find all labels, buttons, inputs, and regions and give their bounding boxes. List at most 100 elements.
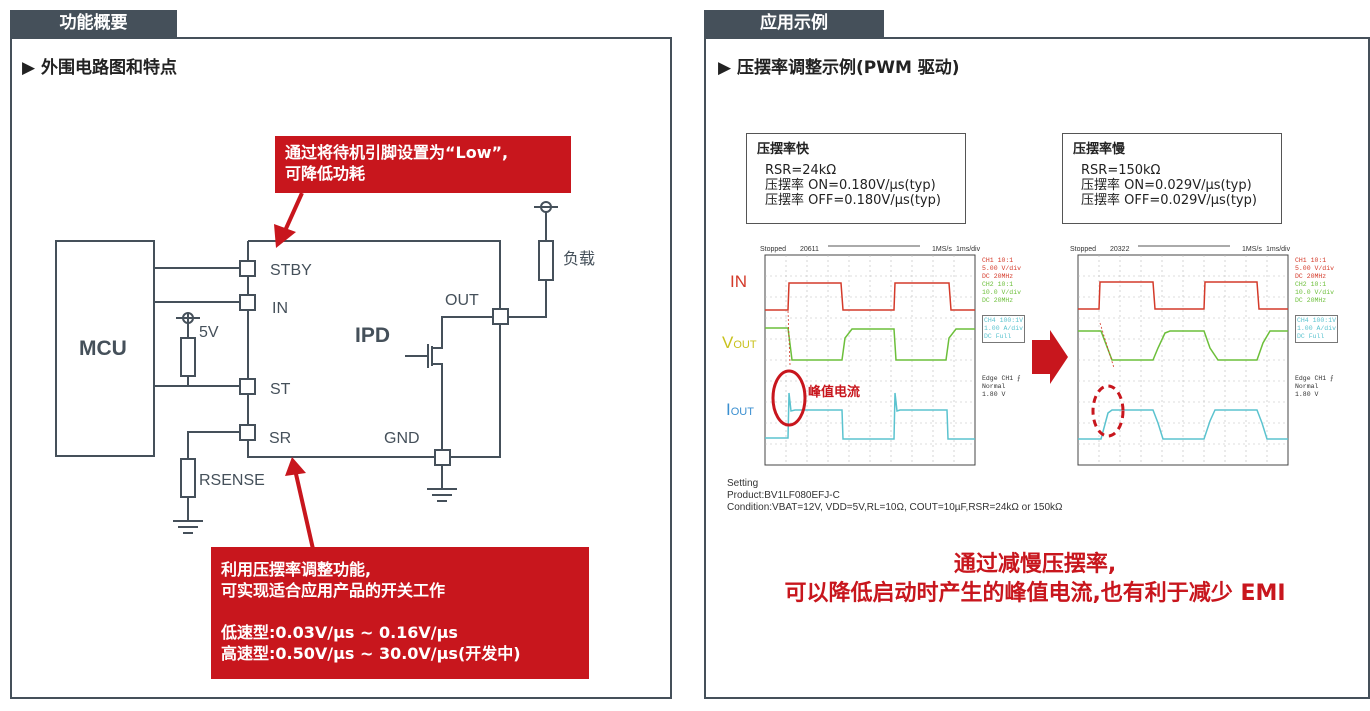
trig-line1: Edge CH1 ⨍: [982, 375, 1021, 382]
callout-slew-low-speed: 低速型:0.03V/µs ~ 0.16V/µs: [221, 623, 458, 642]
pin-label-st: ST: [270, 381, 291, 398]
ch1-line2: 5.00 V/div: [1295, 265, 1335, 272]
ch4-line3: DC Full: [984, 333, 1012, 340]
arrow-head-sr: [285, 457, 306, 476]
peak-current-marker: [771, 369, 807, 427]
setting-condition: Condition:VBAT=12V, VDD=5V,RL=10Ω, COUT=…: [727, 502, 1063, 513]
ch1-line2: 5.00 V/div: [982, 265, 1022, 272]
reduced-peak-marker: [1091, 384, 1125, 438]
callout-slew-rate: 利用压摆率调整功能, 可实现适合应用产品的开关工作 低速型:0.03V/µs ~…: [211, 547, 589, 679]
scope-slow-status: Stopped: [1070, 246, 1096, 253]
ch4-line2: 1.00 A/div: [1297, 325, 1337, 332]
slow-rsr: RSR=150kΩ: [1081, 163, 1161, 178]
test-settings: Setting Product:BV1LF080EFJ-C Condition:…: [727, 478, 1063, 514]
ch4-line3: DC Full: [1297, 333, 1325, 340]
trig-line2: Normal: [982, 383, 1006, 390]
ch1-line1: CH1 10:1: [1295, 257, 1327, 264]
ch1-line3: DC 20MHz: [982, 273, 1014, 280]
scope-fast-count: 20611: [800, 246, 819, 253]
load-resistor: [538, 240, 554, 281]
signal-label-iout: IOUT: [726, 400, 754, 420]
trig-line3: 1.80 V: [1295, 391, 1319, 398]
trace-in-fast: [765, 282, 975, 311]
fast-off: 压摆率 OFF=0.180V/µs(typ): [765, 193, 941, 208]
supply-label: 5V: [199, 324, 219, 341]
trace-in-slow: [1078, 281, 1288, 310]
ch2-line3: DC 20MHz: [982, 297, 1014, 304]
application-subtitle: ▶ 压摆率调整示例(PWM 驱动): [718, 58, 960, 78]
pin-label-gnd: GND: [384, 430, 420, 447]
ch4-line2: 1.00 A/div: [984, 325, 1024, 332]
ch4-line1: CH4 100:1V: [984, 317, 1024, 324]
signal-label-in: IN: [730, 272, 747, 291]
slow-off: 压摆率 OFF=0.029V/µs(typ): [1081, 193, 1257, 208]
ch2-line1: CH2 10:1: [982, 281, 1014, 288]
callout-slew-high-speed: 高速型:0.50V/µs ~ 30.0V/µs(开发中): [221, 644, 521, 663]
trace-vout-slow: [1078, 330, 1288, 361]
scope-fast-status: Stopped: [760, 246, 786, 253]
ch2-line3: DC 20MHz: [1295, 297, 1327, 304]
ch2-line2: 10.0 V/div: [982, 289, 1022, 296]
rsense-resistor: [180, 458, 196, 498]
scope-fast-rate: 1MS/s: [932, 246, 952, 253]
vout-main: V: [722, 333, 734, 352]
rsense-label: RSENSE: [199, 472, 265, 489]
scope-slow: Stopped 20322 1MS/s 1ms/div: [1070, 245, 1291, 466]
conclusion-line1: 通过减慢压摆率,: [953, 552, 1117, 577]
iout-sub: OUT: [730, 406, 754, 418]
callout-standby: 通过将待机引脚设置为“Low”, 可降低功耗: [275, 136, 571, 193]
trace-iout-fast: [765, 392, 975, 440]
ch2-line2: 10.0 V/div: [1295, 289, 1335, 296]
trace-iout-slow: [1078, 409, 1288, 440]
fast-on: 压摆率 ON=0.180V/µs(typ): [765, 178, 936, 193]
iout-main: I: [726, 400, 731, 419]
ch4-line1: CH4 100:1V: [1297, 317, 1337, 324]
pin-st: [239, 378, 256, 395]
mcu-block: [55, 240, 155, 457]
fast-rsr: RSR=24kΩ: [765, 163, 837, 178]
scope-slow-time: 1ms/div: [1266, 246, 1291, 253]
pin-label-stby: STBY: [270, 262, 312, 279]
pin-gnd: [434, 449, 451, 466]
setting-product: Product:BV1LF080EFJ-C: [727, 490, 840, 501]
ch4-box: CH4 100:1V 1.00 A/div DC Full: [1295, 315, 1339, 343]
ch4-box: CH4 100:1V 1.00 A/div DC Full: [982, 315, 1026, 343]
scope-fast: Stopped 20611 1MS/s 1ms/div 峰值电流: [760, 245, 981, 466]
slow-title: 压摆率慢: [1073, 142, 1126, 157]
pin-label-in: IN: [272, 300, 288, 317]
conclusion-text: 通过减慢压摆率, 可以降低启动时产生的峰值电流,也有利于减少 EMI: [706, 550, 1364, 608]
arrow-head-stby: [274, 224, 296, 248]
peak-current-label: 峰值电流: [808, 384, 860, 399]
pin-sr: [239, 424, 256, 441]
trace-vout-fast: [765, 327, 975, 361]
callout-slew-line2: 可实现适合应用产品的开关工作: [221, 581, 446, 600]
load-label: 负载: [563, 250, 595, 268]
scope-fast-time: 1ms/div: [956, 246, 981, 253]
ch1-line1: CH1 10:1: [982, 257, 1014, 264]
section-tab-application: 应用示例: [704, 10, 884, 38]
pin-label-out: OUT: [445, 292, 479, 309]
section-tab-overview: 功能概要: [10, 10, 177, 38]
pin-out: [492, 308, 509, 325]
circuit-diagram: MCU IPD STBY IN ST SR OUT GND 5V RSENSE …: [55, 192, 595, 550]
pullup-resistor: [180, 337, 196, 377]
conclusion-line2: 可以降低启动时产生的峰值电流,也有利于减少 EMI: [784, 581, 1286, 606]
trig-line2: Normal: [1295, 383, 1319, 390]
pin-stby: [239, 260, 256, 277]
scope-slow-count: 20322: [1110, 246, 1130, 253]
info-box-slow: 压摆率慢 RSR=150kΩ 压摆率 ON=0.029V/µs(typ) 压摆率…: [1062, 133, 1282, 224]
overview-subtitle: ▶ 外围电路图和特点: [22, 58, 177, 78]
mcu-label: MCU: [79, 337, 127, 360]
scope-slow-rate: 1MS/s: [1242, 246, 1262, 253]
callout-standby-line2: 可降低功耗: [285, 164, 366, 183]
info-box-fast: 压摆率快 RSR=24kΩ 压摆率 ON=0.180V/µs(typ) 压摆率 …: [746, 133, 966, 224]
trig-line3: 1.80 V: [982, 391, 1006, 398]
pin-label-sr: SR: [269, 430, 291, 447]
signal-label-vout: VOUT: [722, 333, 757, 353]
ipd-label: IPD: [355, 324, 390, 347]
vout-sub: OUT: [733, 339, 757, 351]
fast-title: 压摆率快: [757, 142, 810, 157]
scope-fast-grid: [765, 255, 975, 465]
setting-title: Setting: [727, 478, 759, 489]
slow-on: 压摆率 ON=0.029V/µs(typ): [1081, 178, 1252, 193]
